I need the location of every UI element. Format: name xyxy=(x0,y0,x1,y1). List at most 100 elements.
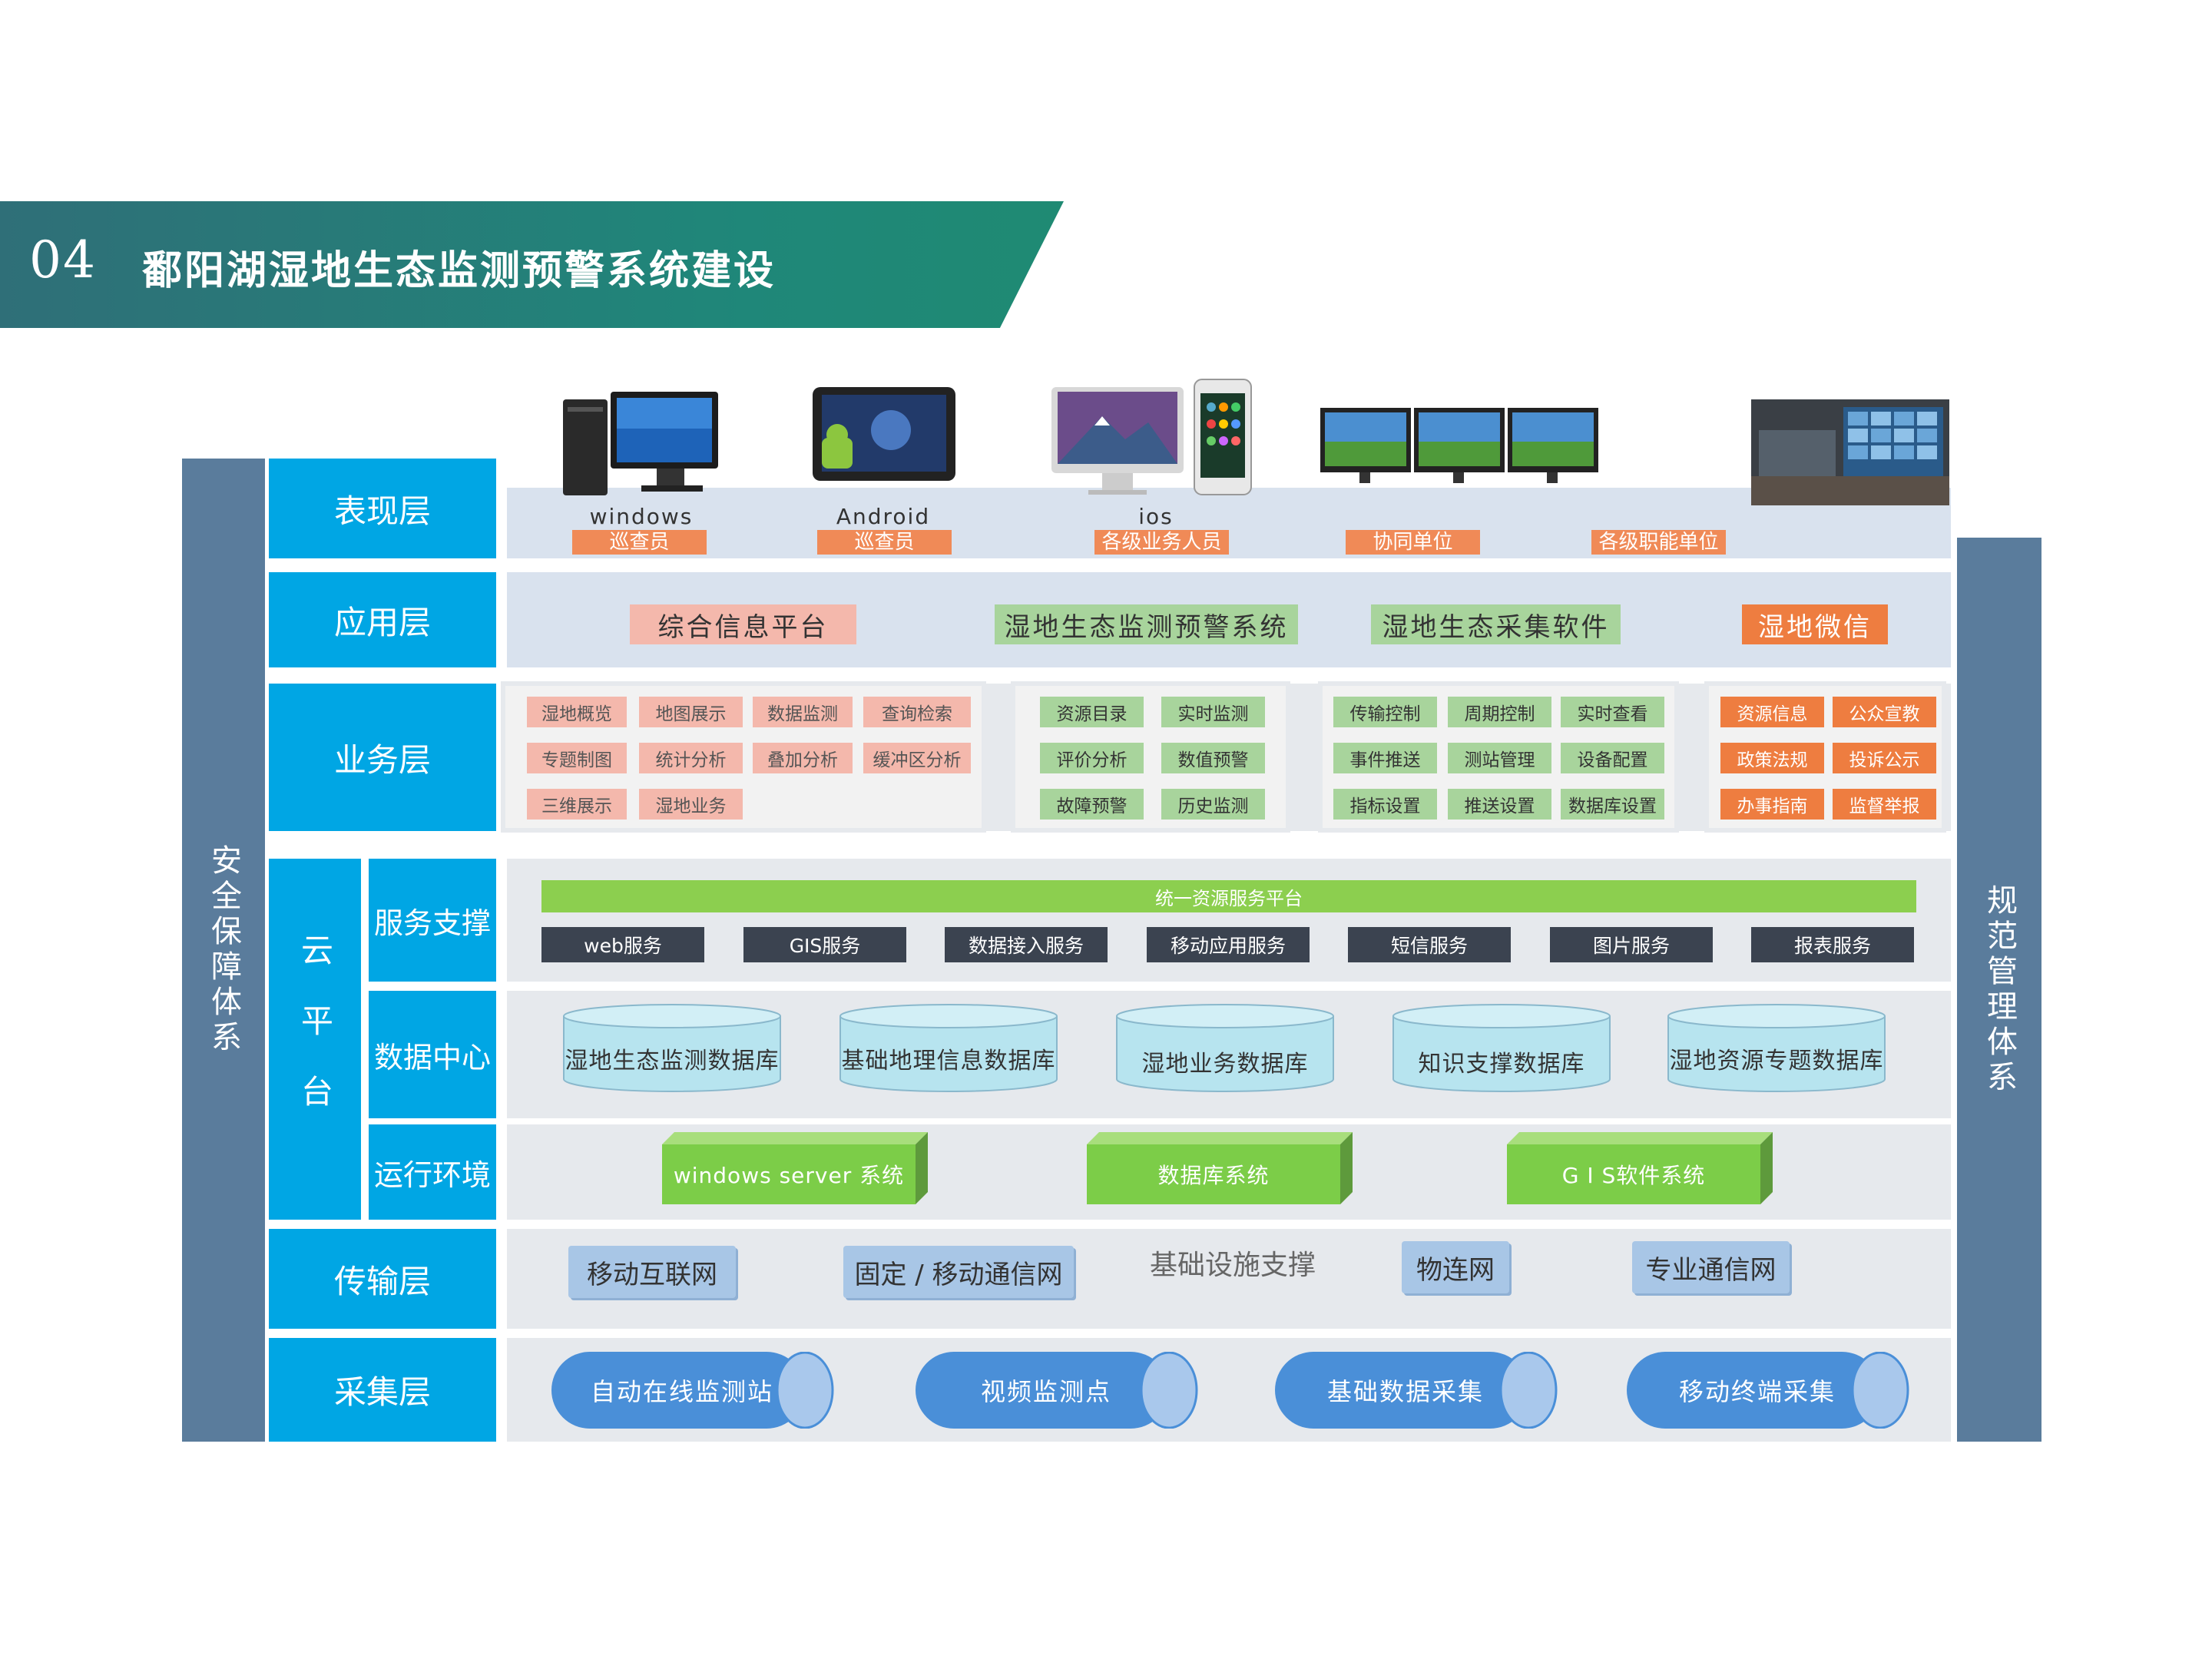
runtime-database-system: 数据库系统 xyxy=(1157,1163,1270,1188)
business-item[interactable]: 设备配置 xyxy=(1561,743,1664,773)
layer-cloud-label: 云平台 xyxy=(269,859,361,1220)
database-cylinder-icon xyxy=(1667,1004,1886,1092)
database-cylinder-icon xyxy=(563,1004,781,1092)
business-item[interactable]: 办事指南 xyxy=(1720,789,1824,820)
business-item[interactable]: 指标设置 xyxy=(1333,789,1437,820)
layer-presentation-label: 表现层 xyxy=(269,459,496,558)
database-cylinder-icon xyxy=(1392,1004,1611,1092)
collection-cylinder-icon xyxy=(551,1352,834,1429)
database-label: 湿地业务数据库 xyxy=(1141,1051,1309,1078)
desktop-computer-icon xyxy=(563,392,718,495)
android-tablet-icon xyxy=(813,387,955,481)
business-item[interactable]: 地图展示 xyxy=(639,697,743,727)
service-sms[interactable]: 短信服务 xyxy=(1348,927,1511,962)
runtime-gis-software: G I S软件系统 xyxy=(1561,1163,1706,1188)
collection-cylinder-icon xyxy=(1627,1352,1909,1429)
service-mobile-app[interactable]: 移动应用服务 xyxy=(1147,927,1310,962)
database-label: 知识支撑数据库 xyxy=(1418,1051,1585,1078)
business-item[interactable]: 数值预警 xyxy=(1161,743,1265,773)
app-wechat[interactable]: 湿地微信 xyxy=(1742,604,1888,644)
infrastructure-support-label: 基础设施支撑 xyxy=(1149,1250,1316,1281)
transport-private-network: 专业通信网 xyxy=(1632,1241,1790,1293)
monitor-wall-icon xyxy=(1320,408,1598,483)
device-android-label: Android xyxy=(836,504,931,529)
control-room-icon xyxy=(1751,399,1949,505)
business-item[interactable]: 测站管理 xyxy=(1448,743,1551,773)
service-web[interactable]: web服务 xyxy=(541,927,704,962)
layer-application-label: 应用层 xyxy=(269,572,496,667)
layer-service-support-label: 服务支撑 xyxy=(369,859,496,982)
business-item[interactable]: 实时查看 xyxy=(1561,697,1664,727)
transport-mobile-internet: 移动互联网 xyxy=(568,1246,736,1298)
service-support-panel xyxy=(507,859,1951,982)
device-ios-role: 各级业务人员 xyxy=(1094,530,1229,555)
side-management-system: 规范管理体系 xyxy=(1957,538,2041,1442)
layer-runtime-label: 运行环境 xyxy=(369,1124,496,1220)
app-integrated-info-platform[interactable]: 综合信息平台 xyxy=(630,604,856,644)
database-label: 基础地理信息数据库 xyxy=(841,1048,1056,1075)
collection-mobile-terminal: 移动终端采集 xyxy=(1678,1377,1836,1406)
service-image[interactable]: 图片服务 xyxy=(1550,927,1713,962)
business-item[interactable]: 投诉公示 xyxy=(1833,743,1936,773)
business-item[interactable]: 监督举报 xyxy=(1833,789,1936,820)
runtime-box-icon xyxy=(1087,1132,1353,1204)
app-monitoring-warning-system[interactable]: 湿地生态监测预警系统 xyxy=(995,604,1298,644)
service-data-access[interactable]: 数据接入服务 xyxy=(945,927,1108,962)
title-banner xyxy=(0,201,1064,328)
section-number: 04 xyxy=(29,230,97,290)
business-item[interactable]: 政策法规 xyxy=(1720,743,1824,773)
database-label: 湿地生态监测数据库 xyxy=(565,1048,780,1075)
business-item[interactable]: 叠加分析 xyxy=(753,743,853,773)
business-item[interactable]: 资源目录 xyxy=(1040,697,1144,727)
unified-resource-service-platform: 统一资源服务平台 xyxy=(541,880,1916,912)
runtime-box-icon xyxy=(1507,1132,1773,1204)
layer-business-label: 业务层 xyxy=(269,684,496,831)
side-security-system: 安全保障体系 xyxy=(182,459,265,1442)
business-item[interactable]: 历史监测 xyxy=(1161,789,1265,820)
layer-collection-label: 采集层 xyxy=(269,1338,496,1442)
device-android-role: 巡查员 xyxy=(817,530,952,555)
transport-iot: 物连网 xyxy=(1402,1241,1509,1293)
business-item[interactable]: 周期控制 xyxy=(1448,697,1551,727)
business-item[interactable]: 缓冲区分析 xyxy=(863,743,971,773)
device-windows-label: windows xyxy=(589,504,694,529)
collection-cylinder-icon xyxy=(1275,1352,1558,1429)
business-item[interactable]: 查询检索 xyxy=(863,697,971,727)
runtime-windows-server: windows server 系统 xyxy=(673,1163,905,1188)
business-item[interactable]: 数据库设置 xyxy=(1561,789,1664,820)
layer-transport-label: 传输层 xyxy=(269,1229,496,1329)
business-item[interactable]: 公众宣教 xyxy=(1833,697,1936,727)
page-title: 鄱阳湖湿地生态监测预警系统建设 xyxy=(142,247,777,294)
business-item[interactable]: 专题制图 xyxy=(527,743,627,773)
device-control-room-role: 各级职能单位 xyxy=(1591,530,1726,555)
business-item[interactable]: 事件推送 xyxy=(1333,743,1437,773)
collection-online-station: 自动在线监测站 xyxy=(590,1377,773,1406)
service-gis[interactable]: GIS服务 xyxy=(743,927,906,962)
business-item[interactable]: 评价分析 xyxy=(1040,743,1144,773)
collection-cylinder-icon xyxy=(916,1352,1198,1429)
business-item[interactable]: 统计分析 xyxy=(639,743,743,773)
service-report[interactable]: 报表服务 xyxy=(1751,927,1914,962)
app-collection-software[interactable]: 湿地生态采集软件 xyxy=(1371,604,1621,644)
business-item[interactable]: 三维展示 xyxy=(527,789,627,820)
business-item[interactable]: 实时监测 xyxy=(1161,697,1265,727)
collection-video-point: 视频监测点 xyxy=(980,1377,1111,1406)
database-label: 湿地资源专题数据库 xyxy=(1669,1048,1884,1075)
database-cylinder-icon xyxy=(839,1004,1058,1092)
device-monitor-role: 协同单位 xyxy=(1346,530,1480,555)
business-item[interactable]: 故障预警 xyxy=(1040,789,1144,820)
runtime-box-icon xyxy=(662,1132,928,1204)
business-item[interactable]: 推送设置 xyxy=(1448,789,1551,820)
business-item[interactable]: 资源信息 xyxy=(1720,697,1824,727)
device-ios-label: ios xyxy=(1138,504,1174,529)
transport-fixed-mobile-network: 固定 / 移动通信网 xyxy=(843,1246,1074,1298)
business-item[interactable]: 湿地业务 xyxy=(639,789,743,820)
collection-basic-data: 基础数据采集 xyxy=(1326,1377,1484,1406)
business-item[interactable]: 传输控制 xyxy=(1333,697,1437,727)
imac-iphone-icon xyxy=(1051,379,1252,495)
layer-data-center-label: 数据中心 xyxy=(369,991,496,1118)
business-item[interactable]: 数据监测 xyxy=(753,697,853,727)
device-windows-role: 巡查员 xyxy=(572,530,707,555)
database-cylinder-icon xyxy=(1116,1004,1334,1092)
business-item[interactable]: 湿地概览 xyxy=(527,697,627,727)
